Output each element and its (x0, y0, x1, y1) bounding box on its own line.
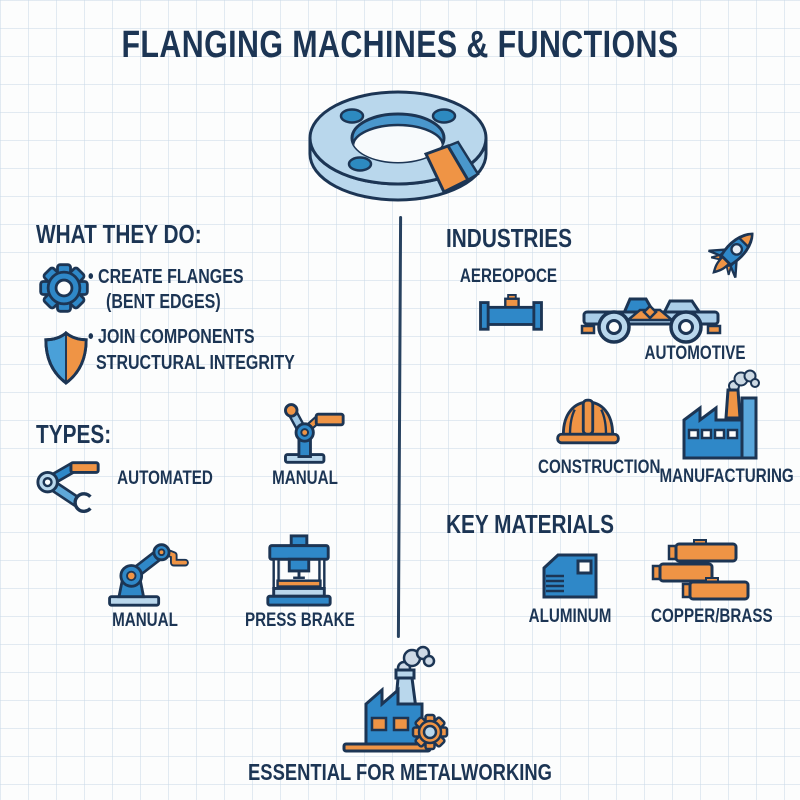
key-materials-heading: KEY MATERIALS (446, 509, 614, 539)
type-label-manual-2: MANUAL (112, 610, 178, 631)
create-flanges-text: • CREATE FLANGES (88, 266, 244, 288)
industry-label-automotive: AUTOMOTIVE (644, 343, 746, 364)
hard-hat-icon (556, 398, 620, 445)
flange-icon (308, 90, 488, 202)
press-brake-icon (266, 534, 332, 607)
shield-icon (44, 330, 88, 385)
robot-arm-icon (36, 461, 100, 513)
gear-icon (39, 263, 89, 313)
join-components-text: • JOIN COMPONENTS (88, 326, 255, 348)
structural-integrity-text: STRUCTURAL INTEGRITY (96, 352, 295, 374)
material-label-copper-brass: COPPER/BRASS (651, 606, 773, 627)
industry-label-aerospace: AEREOPOCE (459, 266, 558, 287)
footer-tagline: ESSENTIAL FOR METALWORKING (248, 759, 552, 785)
rocket-icon (708, 232, 754, 279)
column-divider (396, 215, 403, 639)
industry-label-construction: CONSTRUCTION (538, 457, 661, 478)
aluminum-sheet-icon (542, 553, 598, 599)
bent-edges-text: (BENT EDGES) (106, 291, 221, 313)
material-label-aluminum: ALUMINUM (528, 606, 612, 627)
copper-pipes-icon (651, 539, 750, 601)
industry-label-manufacturing: MANUFACTURING (659, 466, 794, 487)
lever-machine-icon (284, 403, 345, 464)
page-title: FLANGING MACHINES & FUNCTIONS (121, 24, 679, 66)
factory-icon (682, 369, 760, 460)
type-label-manual-1: MANUAL (272, 468, 338, 489)
factory-gear-icon (342, 645, 449, 753)
what-they-do-heading: WHAT THEY DO: (36, 219, 202, 249)
type-label-automated: AUTOMATED (117, 468, 213, 489)
pipe-flange-icon (479, 294, 543, 331)
race-car-icon (580, 297, 722, 344)
robot-arm-large-icon (108, 543, 189, 607)
type-label-press-brake: PRESS BRAKE (245, 610, 355, 631)
industries-heading: INDUSTRIES (446, 223, 572, 253)
types-heading: TYPES: (36, 419, 112, 449)
